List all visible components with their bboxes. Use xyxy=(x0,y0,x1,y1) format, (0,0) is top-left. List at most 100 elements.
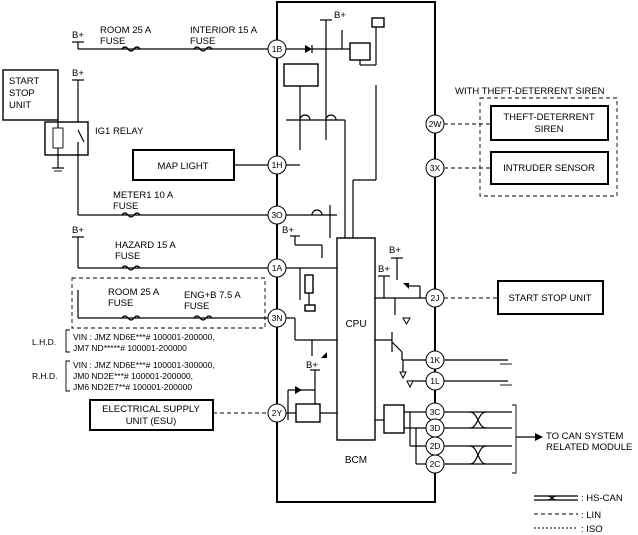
svg-text:UNIT (ESU): UNIT (ESU) xyxy=(126,416,177,427)
svg-text:2D: 2D xyxy=(430,441,441,451)
pin-2j: 2J xyxy=(425,288,445,308)
engb-7-5a-label: ENG+B 7.5 A xyxy=(184,290,241,301)
esu-box xyxy=(89,399,214,431)
legend-iso: : ISO xyxy=(581,524,603,535)
svg-text:2C: 2C xyxy=(430,459,441,469)
svg-text:FUSE: FUSE xyxy=(108,298,133,309)
pin-3n: 3N xyxy=(267,308,287,328)
svg-text:1K: 1K xyxy=(430,355,441,365)
svg-text:B+: B+ xyxy=(72,30,84,41)
svg-text:B+: B+ xyxy=(378,264,390,275)
hazard-15a-label: HAZARD 15 A xyxy=(115,240,176,251)
svg-text:FUSE: FUSE xyxy=(190,36,215,47)
svg-text:2Y: 2Y xyxy=(272,408,283,418)
svg-text:3O: 3O xyxy=(271,210,283,220)
room-25a-lower-label: ROOM 25 A xyxy=(108,287,160,298)
engb-fuse-symbol xyxy=(193,315,213,321)
bcm-internal-wiring: B+ B+ xyxy=(282,10,428,465)
legend: : HS-CAN : LIN : ISO xyxy=(534,493,623,535)
theft-group-box xyxy=(479,97,618,197)
hs-can-pairs xyxy=(444,404,543,474)
rhd-line-1: VIN : JMZ ND6E***# 100001-300000, xyxy=(73,360,215,370)
start-stop-unit-left xyxy=(2,69,59,121)
svg-text:B+: B+ xyxy=(72,68,84,79)
svg-text:FUSE: FUSE xyxy=(115,251,140,262)
interior-fuse-symbol xyxy=(193,46,213,52)
ig1-relay-box xyxy=(44,121,89,156)
svg-text:ELECTRICAL SUPPLY: ELECTRICAL SUPPLY xyxy=(102,404,200,415)
svg-text:3N: 3N xyxy=(272,313,283,323)
svg-text:2W: 2W xyxy=(429,119,442,129)
legend-lin: : LIN xyxy=(581,510,601,521)
svg-text:FUSE: FUSE xyxy=(113,201,138,212)
meter1-10a-label: METER1 10 A xyxy=(113,190,174,201)
map-light-box xyxy=(132,149,235,181)
svg-text:THEFT-DETERRENT: THEFT-DETERRENT xyxy=(503,112,595,123)
room-25a-top-label: ROOM 25 A xyxy=(100,25,152,36)
svg-text:START STOP UNIT: START STOP UNIT xyxy=(508,293,591,304)
svg-text:1L: 1L xyxy=(430,376,440,386)
meter1-fuse-symbol xyxy=(121,212,141,218)
lhd-line-2: JM7 ND*****# 100001-200000 xyxy=(73,343,187,353)
svg-text:1A: 1A xyxy=(272,263,283,273)
svg-text:B+: B+ xyxy=(72,225,84,236)
svg-text:1B: 1B xyxy=(272,44,283,54)
svg-text:3D: 3D xyxy=(430,423,441,433)
b-plus-hazard: B+ xyxy=(72,225,84,268)
pin-1a: 1A xyxy=(267,258,287,278)
intruder-sensor-box xyxy=(490,151,609,185)
pin-2d: 2D xyxy=(425,436,445,456)
rhd-line-2: JM0 ND2E***# 100001-200000, xyxy=(73,371,193,381)
b-plus-top-left: B+ xyxy=(72,30,84,49)
pin-2w: 2W xyxy=(425,114,445,134)
map-light-label: MAP LIGHT xyxy=(157,161,208,172)
pin-3x: 3X xyxy=(425,158,445,178)
svg-text:B+: B+ xyxy=(389,245,401,256)
svg-text:3X: 3X xyxy=(430,163,441,173)
ig1-relay-label: IG1 RELAY xyxy=(95,126,144,137)
svg-text:UNIT: UNIT xyxy=(9,100,31,111)
svg-text:INTRUDER SENSOR: INTRUDER SENSOR xyxy=(503,163,595,174)
rhd-line-3: JM6 ND2E7**# 100001-200000 xyxy=(73,382,192,392)
svg-text:FUSE: FUSE xyxy=(184,301,209,312)
pin-1k: 1K xyxy=(425,350,445,370)
interior-15a-label: INTERIOR 15 A xyxy=(190,25,258,36)
bcm-pins: 1B 1H 3O 1A 3N 2Y 2W 3X 2J 1K 1L 3C 3D 2… xyxy=(267,39,445,474)
siren-box xyxy=(490,105,609,141)
b-plus-relay: B+ xyxy=(72,68,84,122)
lhd-label: L.H.D. xyxy=(32,337,56,347)
svg-text:3C: 3C xyxy=(430,407,441,417)
can-target-line-1: TO CAN SYSTEM xyxy=(546,431,624,442)
svg-text:2J: 2J xyxy=(431,293,440,303)
bcm-label: BCM xyxy=(345,455,367,466)
svg-text:B+: B+ xyxy=(306,360,318,371)
variant-dashed-box xyxy=(71,277,266,329)
lhd-line-1: VIN : JMZ ND6E***# 100001-200000, xyxy=(73,332,215,342)
svg-text:B+: B+ xyxy=(334,10,346,21)
room-fuse-lower-symbol xyxy=(121,315,141,321)
svg-text:SIREN: SIREN xyxy=(534,124,563,135)
can-target-line-2: RELATED MODULE xyxy=(546,442,632,453)
legend-hs-can: : HS-CAN xyxy=(581,493,623,504)
svg-text:FUSE: FUSE xyxy=(100,36,125,47)
theft-group-title: WITH THEFT-DETERRENT SIREN xyxy=(455,86,605,97)
start-stop-unit-right xyxy=(497,280,604,315)
svg-text:STOP: STOP xyxy=(9,88,35,99)
svg-text:1H: 1H xyxy=(272,160,283,170)
pin-3c: 3C xyxy=(425,402,445,422)
svg-text:B+: B+ xyxy=(282,225,294,236)
pin-1h: 1H xyxy=(267,155,287,175)
pin-1b: 1B xyxy=(267,39,287,59)
cpu-label: CPU xyxy=(345,319,366,330)
rhd-label: R.H.D. xyxy=(32,371,58,381)
pin-2y: 2Y xyxy=(267,403,287,423)
pin-3d: 3D xyxy=(425,418,445,438)
pin-1l: 1L xyxy=(425,371,445,391)
pin-3o: 3O xyxy=(267,205,287,225)
hazard-fuse-symbol xyxy=(121,265,141,271)
svg-text:START: START xyxy=(9,76,39,87)
cpu-box xyxy=(336,237,376,441)
pin-2c: 2C xyxy=(425,454,445,474)
